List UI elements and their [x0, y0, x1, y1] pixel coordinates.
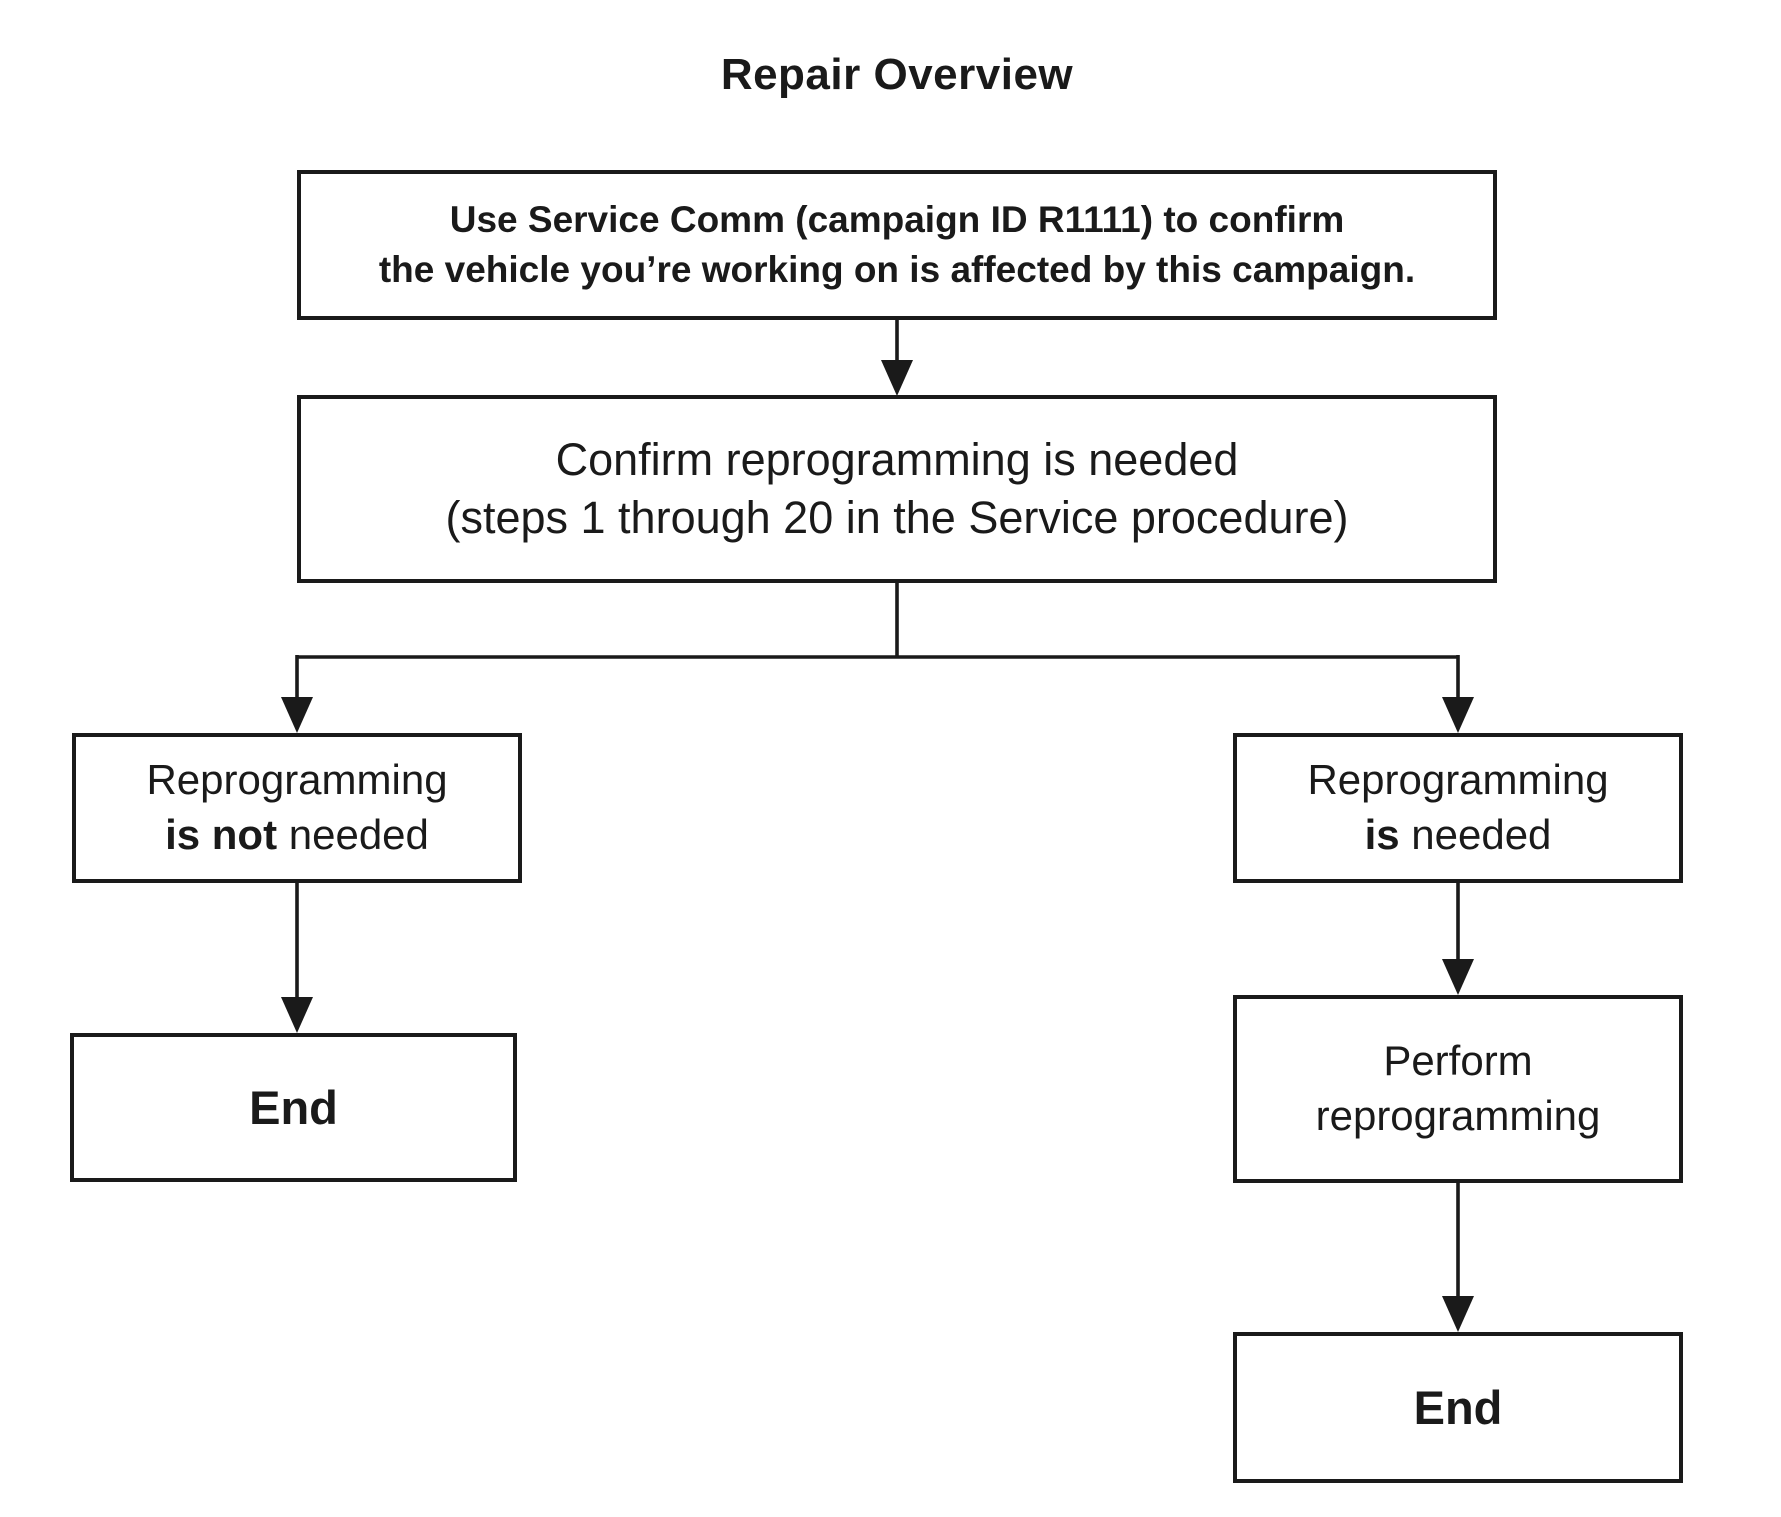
not-needed-line1: Reprogramming: [146, 756, 448, 804]
not-needed-line2: is not needed: [165, 808, 429, 863]
needed-bold-segment: is: [1364, 811, 1400, 858]
reprogramming-needed-box: Reprogramming is needed: [1233, 733, 1683, 883]
branch-split-line: [297, 583, 1458, 659]
page-title: Repair Overview: [720, 50, 1074, 99]
needed-line1: Reprogramming: [1307, 756, 1609, 804]
end-box-right: End: [1233, 1332, 1683, 1483]
arrow-perform-to-end: [1442, 1183, 1474, 1332]
end-box-left: End: [70, 1033, 517, 1182]
needed-line2: is needed: [1365, 808, 1552, 863]
arrow-start-to-confirm: [881, 320, 913, 396]
confirm-box-line1: Confirm reprogramming is needed: [555, 434, 1239, 486]
arrow-left-to-end: [281, 883, 313, 1033]
end-left-label: End: [249, 1081, 338, 1134]
confirm-box-line2: (steps 1 through 20 in the Service proce…: [445, 492, 1349, 543]
start-box: Use Service Comm (campaign ID R1111) to …: [297, 170, 1497, 320]
start-box-line2: the vehicle you’re working on is affecte…: [378, 249, 1416, 290]
not-needed-rest-segment: needed: [277, 811, 429, 858]
end-right-label: End: [1413, 1381, 1503, 1434]
not-needed-bold-segment: is not: [165, 811, 278, 858]
confirm-reprogramming-box: Confirm reprogramming is needed (steps 1…: [297, 395, 1497, 583]
arrow-right-to-perform: [1442, 883, 1474, 995]
reprogramming-not-needed-box: Reprogramming is not needed: [72, 733, 522, 883]
perform-line2: reprogramming: [1315, 1092, 1601, 1139]
perform-line1: Perform: [1383, 1037, 1533, 1085]
start-box-line1: Use Service Comm (campaign ID R1111) to …: [449, 198, 1345, 240]
needed-rest-segment: needed: [1399, 811, 1552, 858]
arrow-branch-to-left: [281, 655, 313, 733]
arrow-branch-to-right: [1442, 655, 1474, 733]
perform-reprogramming-box: Perform reprogramming: [1233, 995, 1683, 1183]
